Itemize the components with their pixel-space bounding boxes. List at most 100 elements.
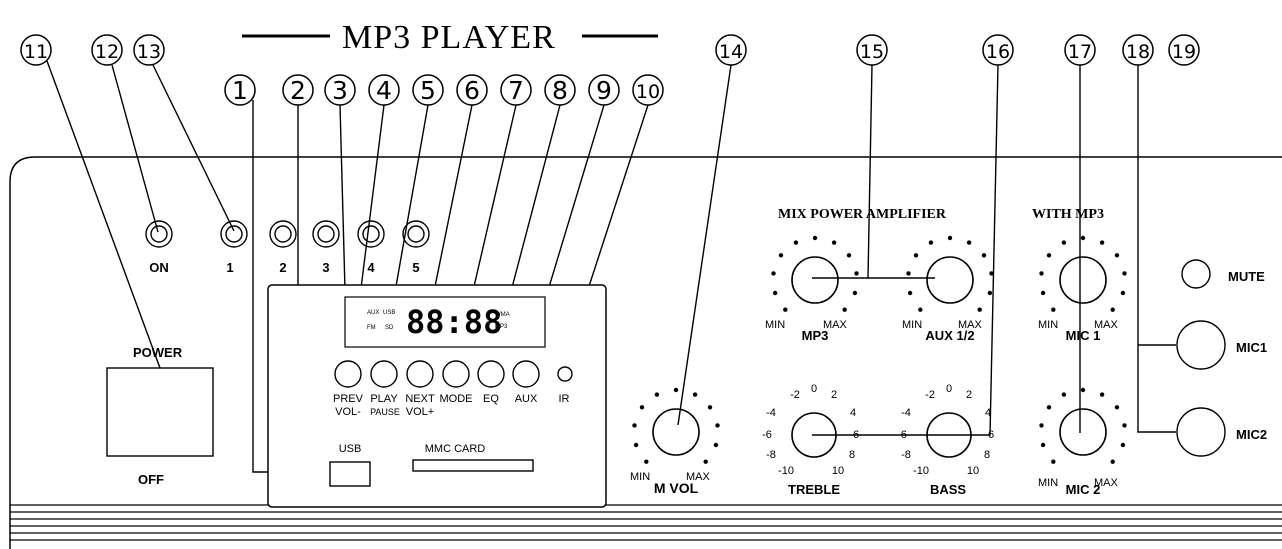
callout-circle-19 [1168,34,1200,66]
usb-port[interactable] [329,461,371,487]
bass-tick-m10: -10 [913,465,929,477]
lcd-wma: WMA [495,312,510,318]
mic1-jack[interactable] [1176,320,1226,370]
treble-label: TREBLE [788,482,840,497]
on-button[interactable] [145,220,173,248]
prev-button[interactable] [334,360,362,388]
lcd-digits: 88:88 [406,303,502,341]
callout-2: 2 [290,76,306,105]
m-vol-knob-scale-dot [673,387,679,393]
power-switch[interactable] [106,367,214,457]
preset-button-2[interactable] [269,220,297,248]
mic2-knob-scale-dot [1039,423,1044,428]
mmc-slot-label: MMC CARD [425,443,486,455]
leader-lines [46,60,1176,473]
mp3-max: MAX [823,319,848,331]
aux-knob-scale-dot [913,253,919,258]
preset-button-3[interactable] [312,220,340,248]
callout-14: 14 [719,41,743,63]
callout-7: 7 [508,76,524,105]
lcd-sd: SD [385,325,394,331]
treble-knob[interactable] [791,412,837,458]
bass-tick-8: 8 [984,449,990,461]
preset-label-3: 3 [322,260,329,275]
panel-title-right: WITH MP3 [1032,207,1104,222]
bass-tick-m6: -6 [897,429,907,441]
mic2-knob-label: MIC 2 [1066,482,1101,497]
callout-8: 8 [552,76,568,105]
aux-knob-label: AUX 1/2 [925,328,974,343]
eq-button[interactable] [477,360,505,388]
mic1-knob-scale-dot [1080,235,1086,241]
mic1-knob-scale-dot [1040,290,1046,296]
mp3-knob-scale-dot [831,240,837,245]
m-vol-min: MIN [630,471,650,483]
callout-5: 5 [420,76,436,105]
mp3-knob-label: MP3 [802,328,829,343]
preset-button-5[interactable] [402,220,430,248]
play-button[interactable] [370,360,398,388]
mic2-knob[interactable] [1059,408,1107,456]
mic1-knob-scale-dot [1122,271,1127,276]
mic2-max: MAX [1094,477,1119,489]
control-buttons [334,360,573,388]
callout-19: 19 [1172,41,1196,63]
title: MP3 PLAYER [342,19,556,56]
mp3-knob-scale-dot [854,271,859,276]
preset-button-1[interactable] [220,220,248,248]
bass-tick-m2: -2 [925,389,935,401]
m-vol-knob-scale-dot [713,442,719,448]
mmc-card-slot[interactable] [412,459,534,472]
callout-circle-1 [224,74,256,106]
mic1-knob-scale-dot [1061,240,1067,245]
front-panel [9,156,1282,549]
callout-18: 18 [1126,41,1150,63]
mp3-knob-scale-dot [842,307,847,312]
callout-row-top [20,34,1200,106]
mic2-knob-scale-dot [1099,392,1105,397]
bass-tick-m8: -8 [901,449,911,461]
mp3-knob[interactable] [791,256,839,304]
mic2-jack[interactable] [1176,407,1226,457]
mic1-knob-scale-dot [1039,271,1044,276]
on-label: ON [149,260,169,275]
lcd-display [344,296,546,348]
mic2-knob-scale-dot [1080,387,1086,393]
treble-tick-m4: -4 [766,407,776,419]
mic1-knob[interactable] [1059,256,1107,304]
m-vol-knob-scale-dot [639,405,645,410]
callout-15: 15 [860,41,884,63]
mic2-knob-scale-dot [1051,459,1056,464]
aux-max: MAX [958,319,983,331]
mp3-knob-scale-dot [783,307,788,312]
mic1-knob-scale-dot [1046,253,1052,258]
aux-knob[interactable] [926,256,974,304]
mode-button[interactable] [442,360,470,388]
m-vol-label: M VOL [654,480,699,496]
aux-knob-scale-dot [977,307,982,312]
next-button[interactable] [406,360,434,388]
mic2-knob-scale-dot [1120,442,1126,448]
preset-label-5: 5 [412,260,419,275]
callout-circle-13 [133,34,165,66]
aux-button[interactable] [512,360,540,388]
aux-min: MIN [902,319,922,331]
aux-knob-scale-dot [906,271,911,276]
vol-plus-label: VOL+ [406,406,434,418]
bass-tick-10: 10 [967,465,979,477]
preset-button-4[interactable] [357,220,385,248]
aux-knob-scale-dot [918,307,923,312]
aux-knob-scale-dot [928,240,934,245]
callout-circle-11 [20,34,52,66]
mute-button[interactable] [1181,259,1211,289]
mic2-knob-scale-dot [1114,405,1120,410]
bass-knob[interactable] [926,412,972,458]
bass-tick-m4: -4 [901,407,911,419]
mute-label: MUTE [1228,269,1265,284]
m-vol-knob-scale-dot [644,459,649,464]
mp3-module [267,284,607,508]
lcd-mp3: MP3 [495,324,508,330]
m-vol-knob[interactable] [652,408,700,456]
callout-6: 6 [464,76,480,105]
